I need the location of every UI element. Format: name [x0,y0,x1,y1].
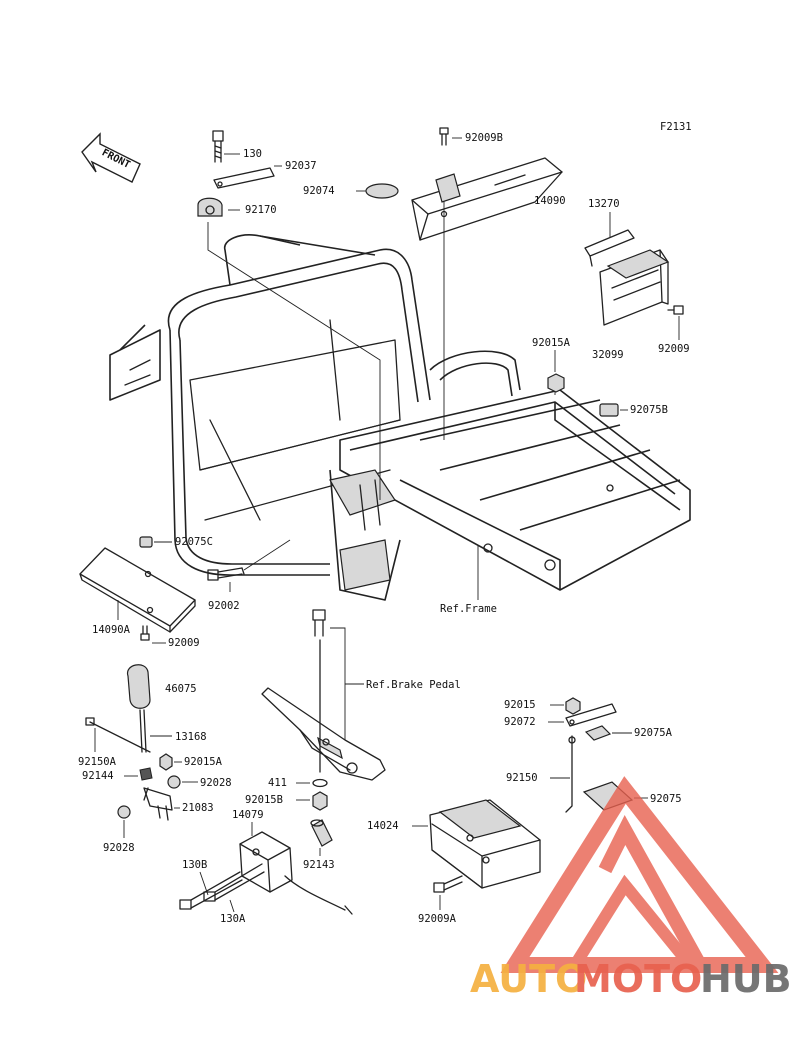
bolt-92009-right-icon [667,305,684,315]
label-92074: 92074 [303,185,335,197]
bolt-92002-icon [207,567,245,581]
nut-92015-icon [565,697,581,715]
label-46075: 46075 [165,683,197,695]
label-92075B: 92075B [630,404,668,416]
plate-14090A-icon [79,547,196,633]
watermark-hub: HUB [700,957,792,1001]
bolt-92009-left-icon [140,625,150,641]
label-92009A: 92009A [418,913,457,925]
label-130-top: 130 [243,148,262,160]
label-92009-left: 92009 [168,637,200,649]
label-130B: 130B [182,859,207,871]
main-frame [109,234,691,601]
label-14090: 14090 [534,195,566,207]
cap-92074-icon [365,183,399,199]
label-92002: 92002 [208,600,240,612]
bracket-14079-icon [239,831,293,893]
label-411: 411 [268,777,287,789]
watermark-moto: MOTO [574,957,702,1001]
bracket-13270-icon [584,229,635,267]
watermark-auto: AUTO [470,957,587,1001]
rod-92150A-icon [85,717,151,753]
label-92144: 92144 [82,770,114,782]
watermark-text: AUTO MOTO HUB [470,957,792,1001]
label-32099: 32099 [592,349,624,361]
label-13270: 13270 [588,198,620,210]
label-14079: 14079 [232,809,264,821]
cap-92075C-icon [139,536,153,548]
label-92028-a: 92028 [200,777,232,789]
label-ref-frame: Ref.Frame [440,603,497,615]
label-92015A-left: 92015A [184,756,223,768]
label-92075C: 92075C [175,536,213,548]
collar-92028-b-icon [117,805,131,819]
label-14024: 14024 [367,820,399,832]
label-92015A-top: 92015A [532,337,571,349]
front-arrow-icon: FRONT [81,132,141,183]
brake-lever-icon [261,639,386,781]
bolt-92009B-icon [439,127,449,146]
label-130A: 130A [220,913,246,925]
cable-icon [284,875,353,915]
plate-92072-icon [565,703,617,727]
watermark-logo [500,776,779,973]
washer-411-icon [312,778,328,788]
label-92170: 92170 [245,204,277,216]
label-14090A: 14090A [92,624,131,636]
label-92072: 92072 [504,716,536,728]
pin-92144-icon [139,767,153,781]
rod-92150-icon [565,735,576,813]
label-ref-brake-pedal: Ref.Brake Pedal [366,679,461,691]
label-92015: 92015 [504,699,536,711]
collar-92143-icon [310,819,333,847]
bolt-92009A-icon [433,875,463,893]
bolt-130-icon [212,130,224,163]
collar-92028-a-icon [167,775,181,789]
label-92143: 92143 [303,859,335,871]
figure-code: F2131 [660,121,692,133]
plate-14090-icon [411,157,563,241]
label-92150: 92150 [506,772,538,784]
label-92009-right: 92009 [658,343,690,355]
box-32099-icon [599,249,670,326]
label-92075: 92075 [650,793,682,805]
nut-92015B-icon [312,791,328,811]
label-92075A: 92075A [634,727,673,739]
nut-92015A-left-icon [159,753,173,771]
label-92037: 92037 [285,160,317,172]
clamp-92170-icon [197,197,223,217]
bolt-brake-top-icon [312,609,326,637]
watermark-inner-triangle-icon [564,874,703,971]
pad-92075A-icon [584,725,612,741]
watermark-triangle-icon [500,776,779,973]
cover-14024-icon [429,799,541,889]
label-92009B: 92009B [465,132,503,144]
plate-92037-icon [213,167,275,189]
knob-46075-icon [127,664,151,753]
cap-92075B-icon [599,403,619,417]
bolt-130A-icon [203,863,265,902]
lever-21083-icon [143,787,173,821]
label-92150A: 92150A [78,756,117,768]
label-92028-b: 92028 [103,842,135,854]
label-21083: 21083 [182,802,214,814]
bolt-130B-icon [179,871,243,910]
nut-92015A-top-icon [547,373,565,393]
label-13168: 13168 [175,731,207,743]
label-92015B: 92015B [245,794,283,806]
